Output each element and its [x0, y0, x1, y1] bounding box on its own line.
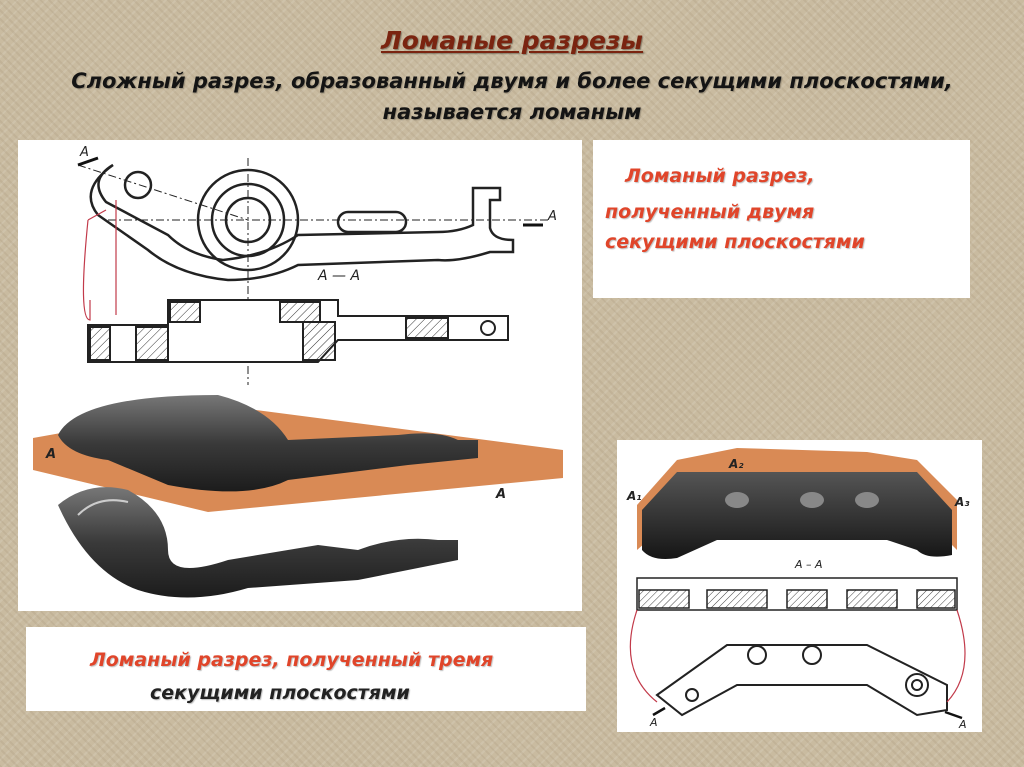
label-a3: A₃: [954, 495, 970, 509]
section-strip: [636, 577, 958, 611]
label-a-top: A: [79, 145, 89, 160]
left-technical-drawing: A A A — A A A: [33, 145, 563, 598]
label-a2: A₂: [728, 457, 744, 471]
cut-plane-3d: A A: [33, 395, 563, 512]
section-label-right: A – A: [794, 558, 823, 571]
section-view: [87, 299, 509, 363]
caption-three-planes-line1: Ломаный разрез, полученный тремя: [90, 649, 494, 671]
plane-label-1: A: [45, 447, 56, 462]
slide-title: Ломаные разрезы: [380, 26, 644, 55]
slide-subtitle: Сложный разрез, образованный двумя и бол…: [71, 69, 953, 124]
label-a-right: A: [547, 209, 557, 224]
caption-two-planes-line3: секущими плоскостями: [605, 231, 865, 253]
plan-view: [89, 163, 515, 282]
right-technical-drawing: A₁ A₂ A₃ A – A A A: [626, 448, 970, 731]
projection-arcs: [629, 609, 966, 703]
section-label: A — A: [317, 268, 360, 284]
label-a1: A₁: [626, 489, 642, 503]
left-drawing-panel: A A A — A A A: [18, 140, 582, 611]
caption-panel-two-planes: Ломаный разрез, полученный двумя секущим…: [593, 140, 970, 298]
cut-part-3d: [58, 487, 458, 598]
plan-view-right: [655, 644, 948, 717]
caption-two-planes-line1: Ломаный разрез,: [625, 165, 815, 187]
isometric-cut-view: A₁ A₂ A₃: [626, 448, 970, 559]
plane-label-2: A: [495, 487, 506, 502]
label-a-left: A: [649, 716, 658, 729]
caption-panel-three-planes: Ломаный разрез, полученный тремя секущим…: [26, 627, 586, 711]
section-projection-lines: [82, 200, 117, 321]
label-a-right-bottom: A: [958, 718, 967, 731]
caption-three-planes-line2: секущими плоскостями: [150, 682, 410, 704]
caption-two-planes-line2: полученный двумя: [605, 201, 815, 223]
right-drawing-panel: A₁ A₂ A₃ A – A A A: [617, 440, 982, 732]
